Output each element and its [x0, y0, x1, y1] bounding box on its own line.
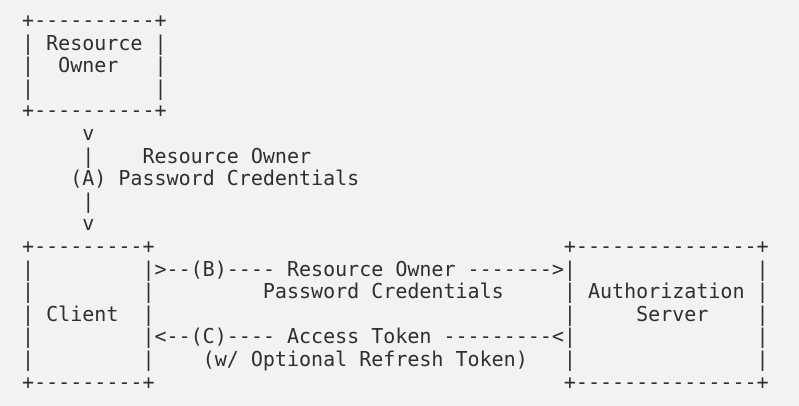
ascii-line: | |<--(C)---- Access Token ---------<| |: [10, 324, 769, 349]
ascii-line: |: [10, 188, 95, 213]
ascii-line: +----------+: [10, 98, 167, 123]
ascii-line: +----------+: [10, 8, 167, 32]
ascii-line: +---------+ +---------------+: [10, 369, 769, 394]
ascii-line: | | (w/ Optional Refresh Token) | |: [10, 346, 769, 371]
ascii-line: (A) Password Credentials: [10, 166, 360, 191]
ascii-line: | |: [10, 75, 167, 100]
ascii-line: +---------+ +---------------+: [10, 233, 769, 258]
ascii-line: | Owner |: [10, 53, 167, 78]
ascii-line: v: [10, 211, 95, 236]
ascii-line: | Resource Owner: [10, 143, 312, 168]
ascii-line: | Client | | Server |: [10, 301, 769, 326]
ascii-line: v: [10, 120, 95, 145]
ascii-line: | |>--(B)---- Resource Owner ------->| |: [10, 256, 769, 281]
ascii-line: | Resource |: [10, 30, 167, 55]
ascii-flow-diagram: +----------+ | Resource | | Owner | | | …: [10, 8, 769, 394]
ascii-line: | | Password Credentials | Authorization…: [10, 279, 769, 304]
